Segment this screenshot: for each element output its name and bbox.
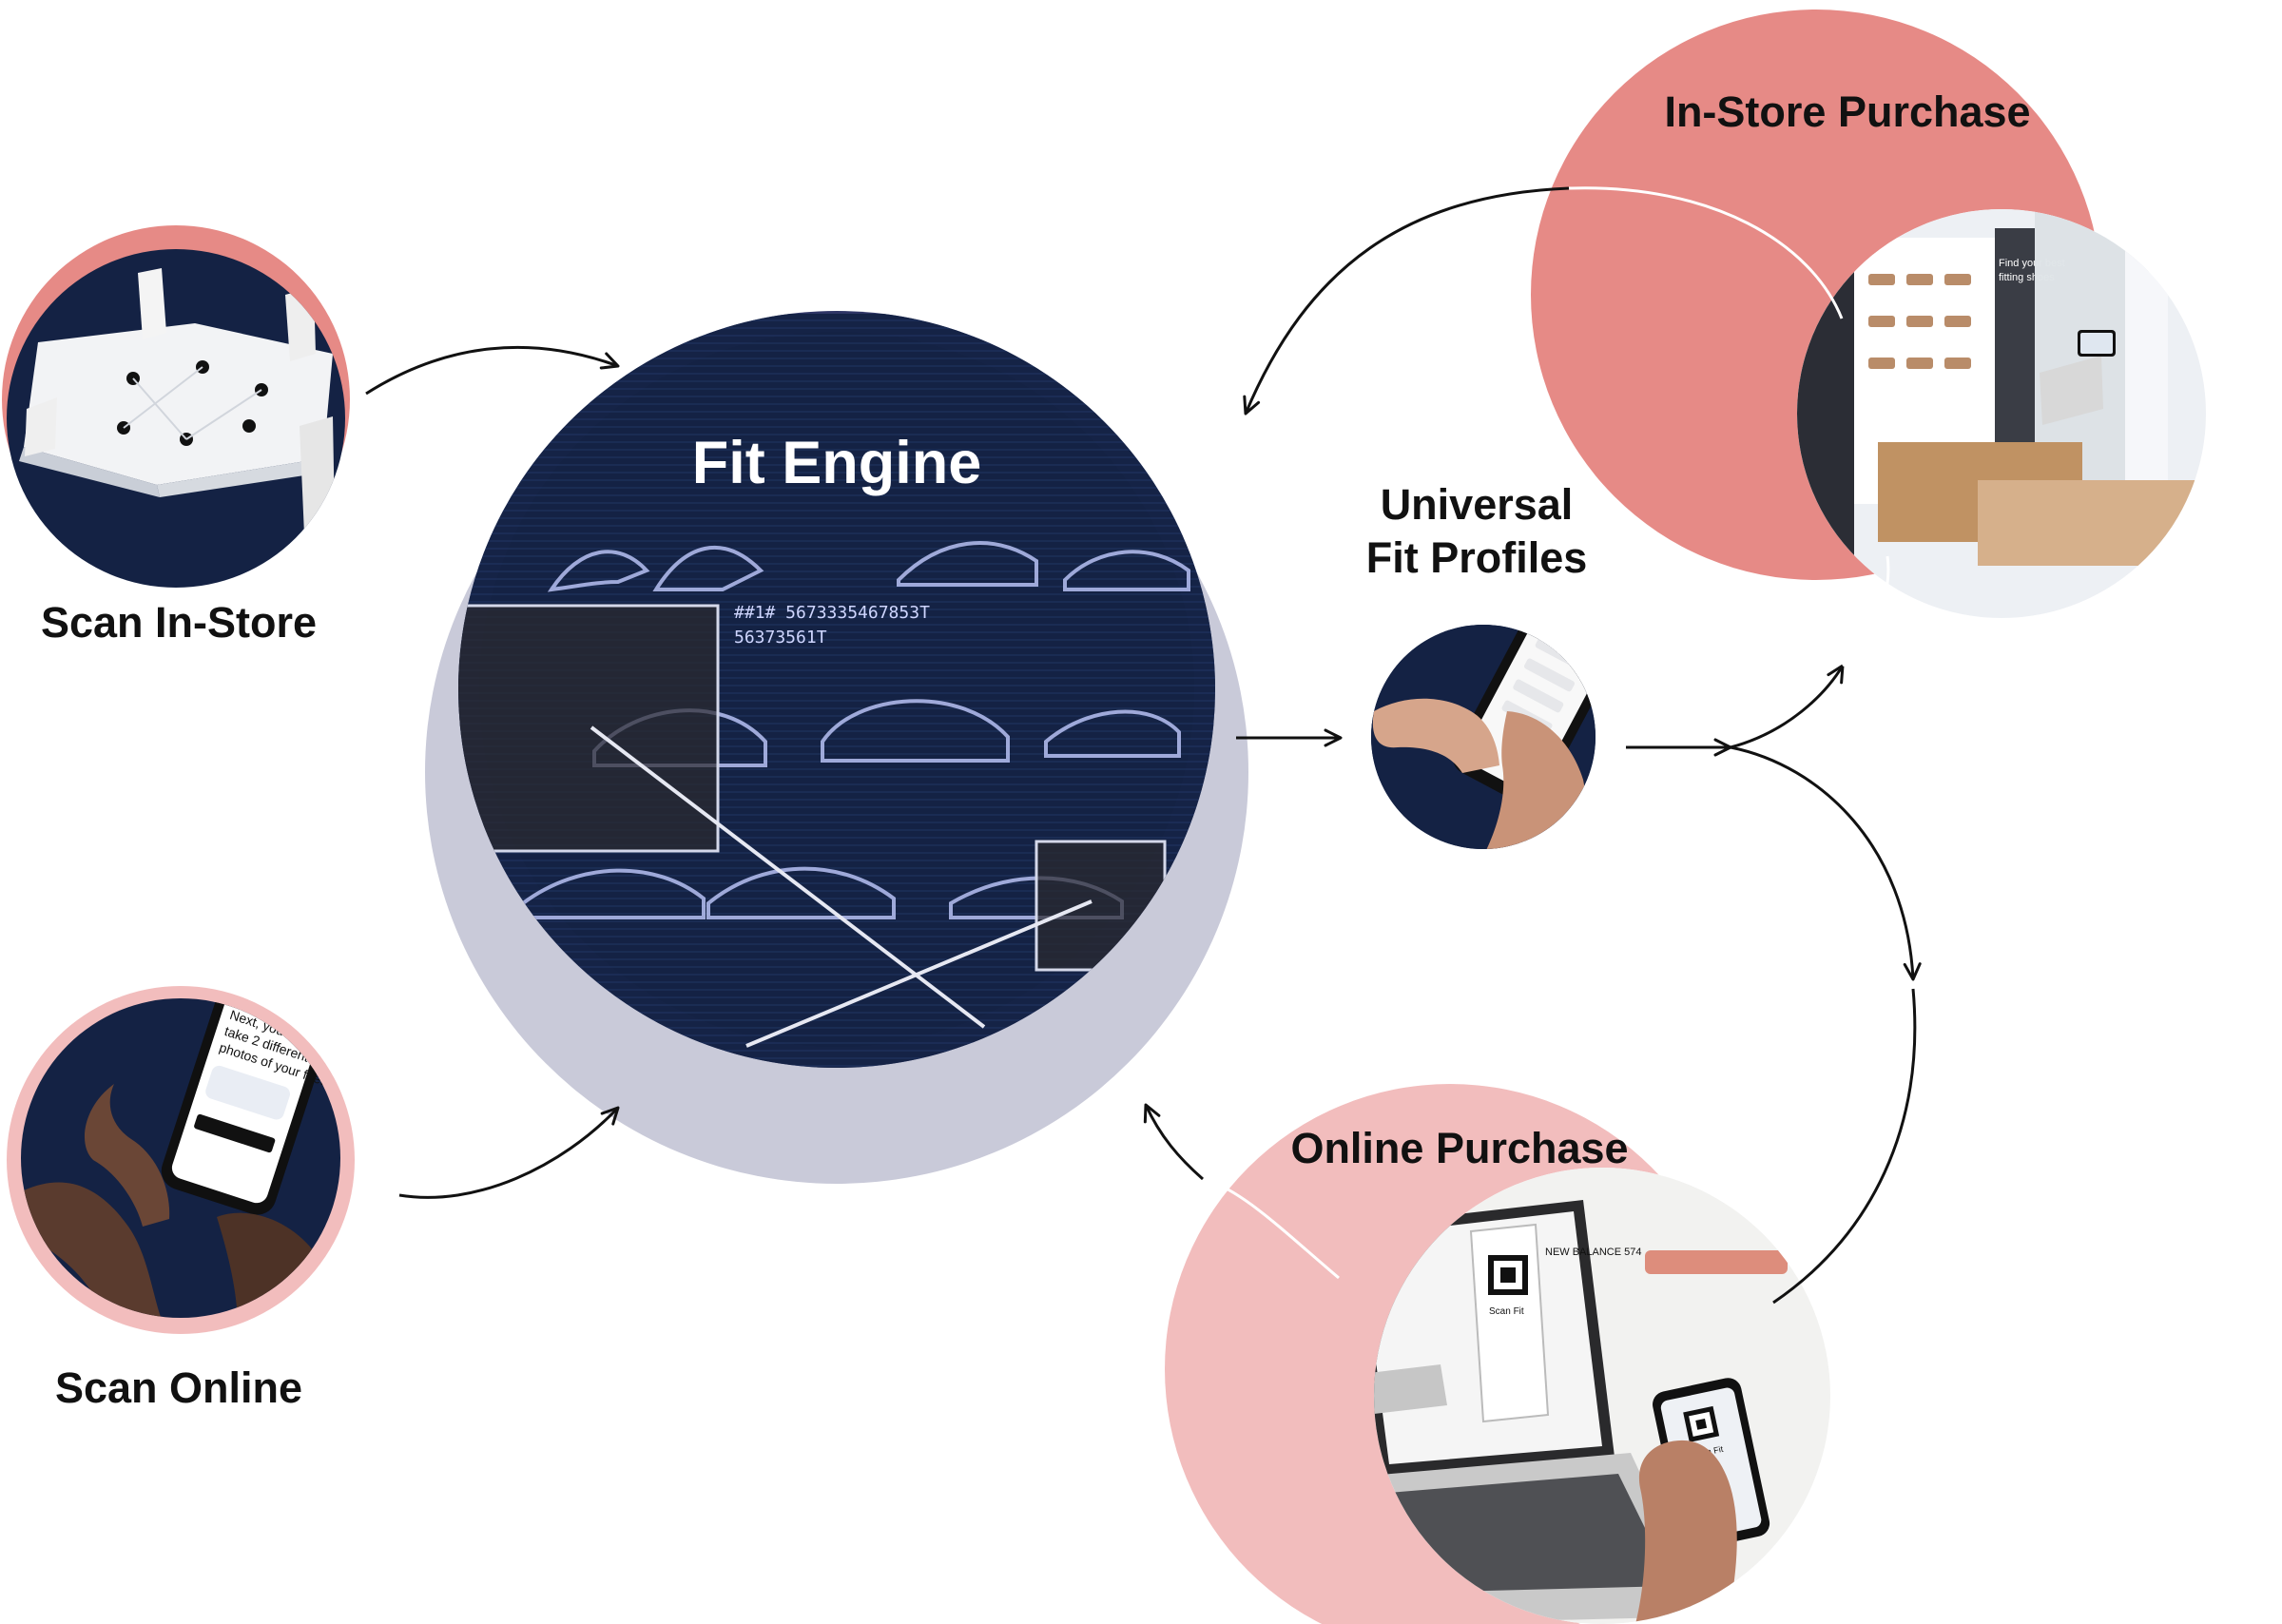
- phone-profile-image: [1371, 625, 1595, 849]
- online-purchase-node: Scan Fit NEW BALANCE 574 Scan Fit Online…: [1165, 1084, 1830, 1624]
- laptop-qr-caption: Scan Fit: [1489, 1306, 1524, 1317]
- instore-arrow-white-segment: [1842, 555, 1890, 667]
- engine-code-line-1: ##1# 5673335467853T: [734, 603, 930, 623]
- instore-return-white-segment: [1568, 186, 1844, 319]
- online-purchase-label: Online Purchase: [1290, 1124, 1628, 1172]
- scan-online-node: Next, you will take 2 different photos o…: [7, 986, 355, 1412]
- online-return-white-segment: [1202, 1177, 1340, 1280]
- scan-online-to-engine-arrow-icon: [398, 1106, 620, 1199]
- laptop-checkout-image: Scan Fit NEW BALANCE 574 Scan Fit: [1374, 1168, 1830, 1624]
- scan-instore-to-engine-arrow-icon: [365, 345, 620, 396]
- flow-arrows: [365, 186, 1922, 1305]
- in-store-purchase-node: Find your best fitting shoes In-Store Pu…: [1531, 10, 2206, 618]
- universal-fit-profiles-label-line-1: Universal: [1381, 480, 1574, 529]
- profiles-to-instore-arrow-icon: [1730, 664, 1845, 749]
- laptop-product-title: NEW BALANCE 574: [1545, 1247, 1641, 1258]
- universal-fit-profiles-label-line-2: Fit Profiles: [1366, 533, 1588, 582]
- fit-engine-node: ##1# 5673335467853T 56373561T Fit Engine: [425, 311, 1248, 1184]
- scan-in-store-label: Scan In-Store: [41, 598, 317, 647]
- scan-in-store-node: Scan In-Store: [2, 225, 350, 647]
- universal-fit-profiles-node: Universal Fit Profiles: [1366, 480, 1595, 849]
- fit-engine-title: Fit Engine: [692, 430, 981, 496]
- scan-online-label: Scan Online: [55, 1363, 302, 1412]
- fit-engine-visual: ##1# 5673335467853T 56373561T: [458, 314, 1215, 1068]
- in-store-purchase-label: In-Store Purchase: [1664, 87, 2030, 136]
- online-to-engine-arrow-icon: [1143, 1103, 1204, 1181]
- instore-to-engine-arrow-icon: [1243, 186, 1570, 416]
- engine-code-line-2: 56373561T: [734, 628, 827, 648]
- profiles-to-online-arrow-icon: [1730, 745, 1922, 981]
- online-loop-arrow-segment: [1772, 988, 1917, 1305]
